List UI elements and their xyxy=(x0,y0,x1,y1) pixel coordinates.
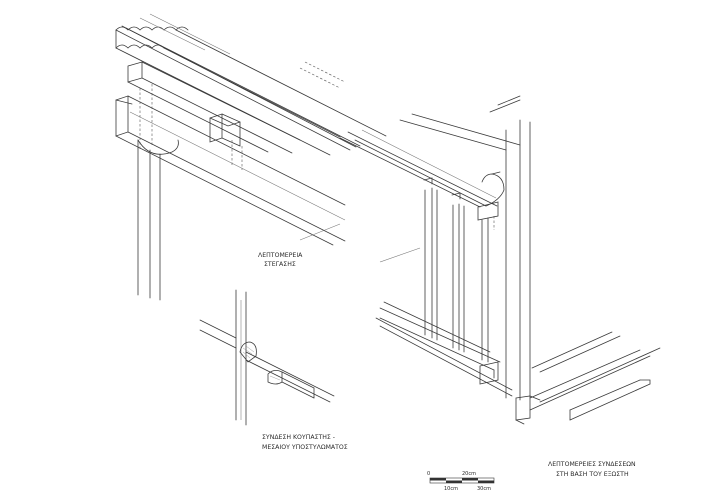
rail-post-joint-label-line1: ΣΥΝΔΕΣΗ ΚΟΥΠΑΣΤΗΣ - xyxy=(262,434,335,441)
roof-detail-label: ΛΕΠΤΟΜΕΡΕΙΑ ΣΤΕΓΑΣΗΣ xyxy=(258,252,303,268)
rail-post-joint-label: ΣΥΝΔΕΣΗ ΚΟΥΠΑΣΤΗΣ - ΜΕΣΑΙΟΥ ΥΠΟΣΤΥΛΩΜΑΤΟ… xyxy=(262,434,348,451)
scale-10cm-label: 10cm xyxy=(444,486,458,492)
balcony-rail-drawing xyxy=(299,95,661,425)
scale-bar-segment-2 xyxy=(446,480,462,483)
rail-post-joint-drawing xyxy=(199,289,335,426)
scale-20cm-label: 20cm xyxy=(462,471,476,477)
scale-30cm-label: 30cm xyxy=(477,486,491,492)
roof-detail-label-line1: ΛΕΠΤΟΜΕΡΕΙΑ xyxy=(258,252,303,259)
base-joints-label-line1: ΛΕΠΤΟΜΕΡΕΙΕΣ ΣΥΝΔΕΣΕΩΝ xyxy=(548,461,636,468)
scale-bar: 0 20cm 10cm 30cm xyxy=(427,471,495,492)
scale-bar-segment-1 xyxy=(430,478,446,481)
scale-bar-segment-4 xyxy=(478,480,494,483)
scale-zero-label: 0 xyxy=(427,471,430,477)
rail-post-joint-label-line2: ΜΕΣΑΙΟΥ ΥΠΟΣΤΥΛΩΜΑΤΟΣ xyxy=(262,444,348,451)
base-joints-label-line2: ΣΤΗ ΒΑΣΗ ΤΟΥ ΕΞΩΣΤΗ xyxy=(556,471,629,478)
base-joints-label: ΛΕΠΤΟΜΕΡΕΙΕΣ ΣΥΝΔΕΣΕΩΝ ΣΤΗ ΒΑΣΗ ΤΟΥ ΕΞΩΣ… xyxy=(548,461,636,478)
roof-detail-label-line2: ΣΤΕΓΑΣΗΣ xyxy=(264,261,296,268)
roof-detail-drawing xyxy=(115,13,387,301)
scale-bar-segment-3 xyxy=(462,478,478,481)
